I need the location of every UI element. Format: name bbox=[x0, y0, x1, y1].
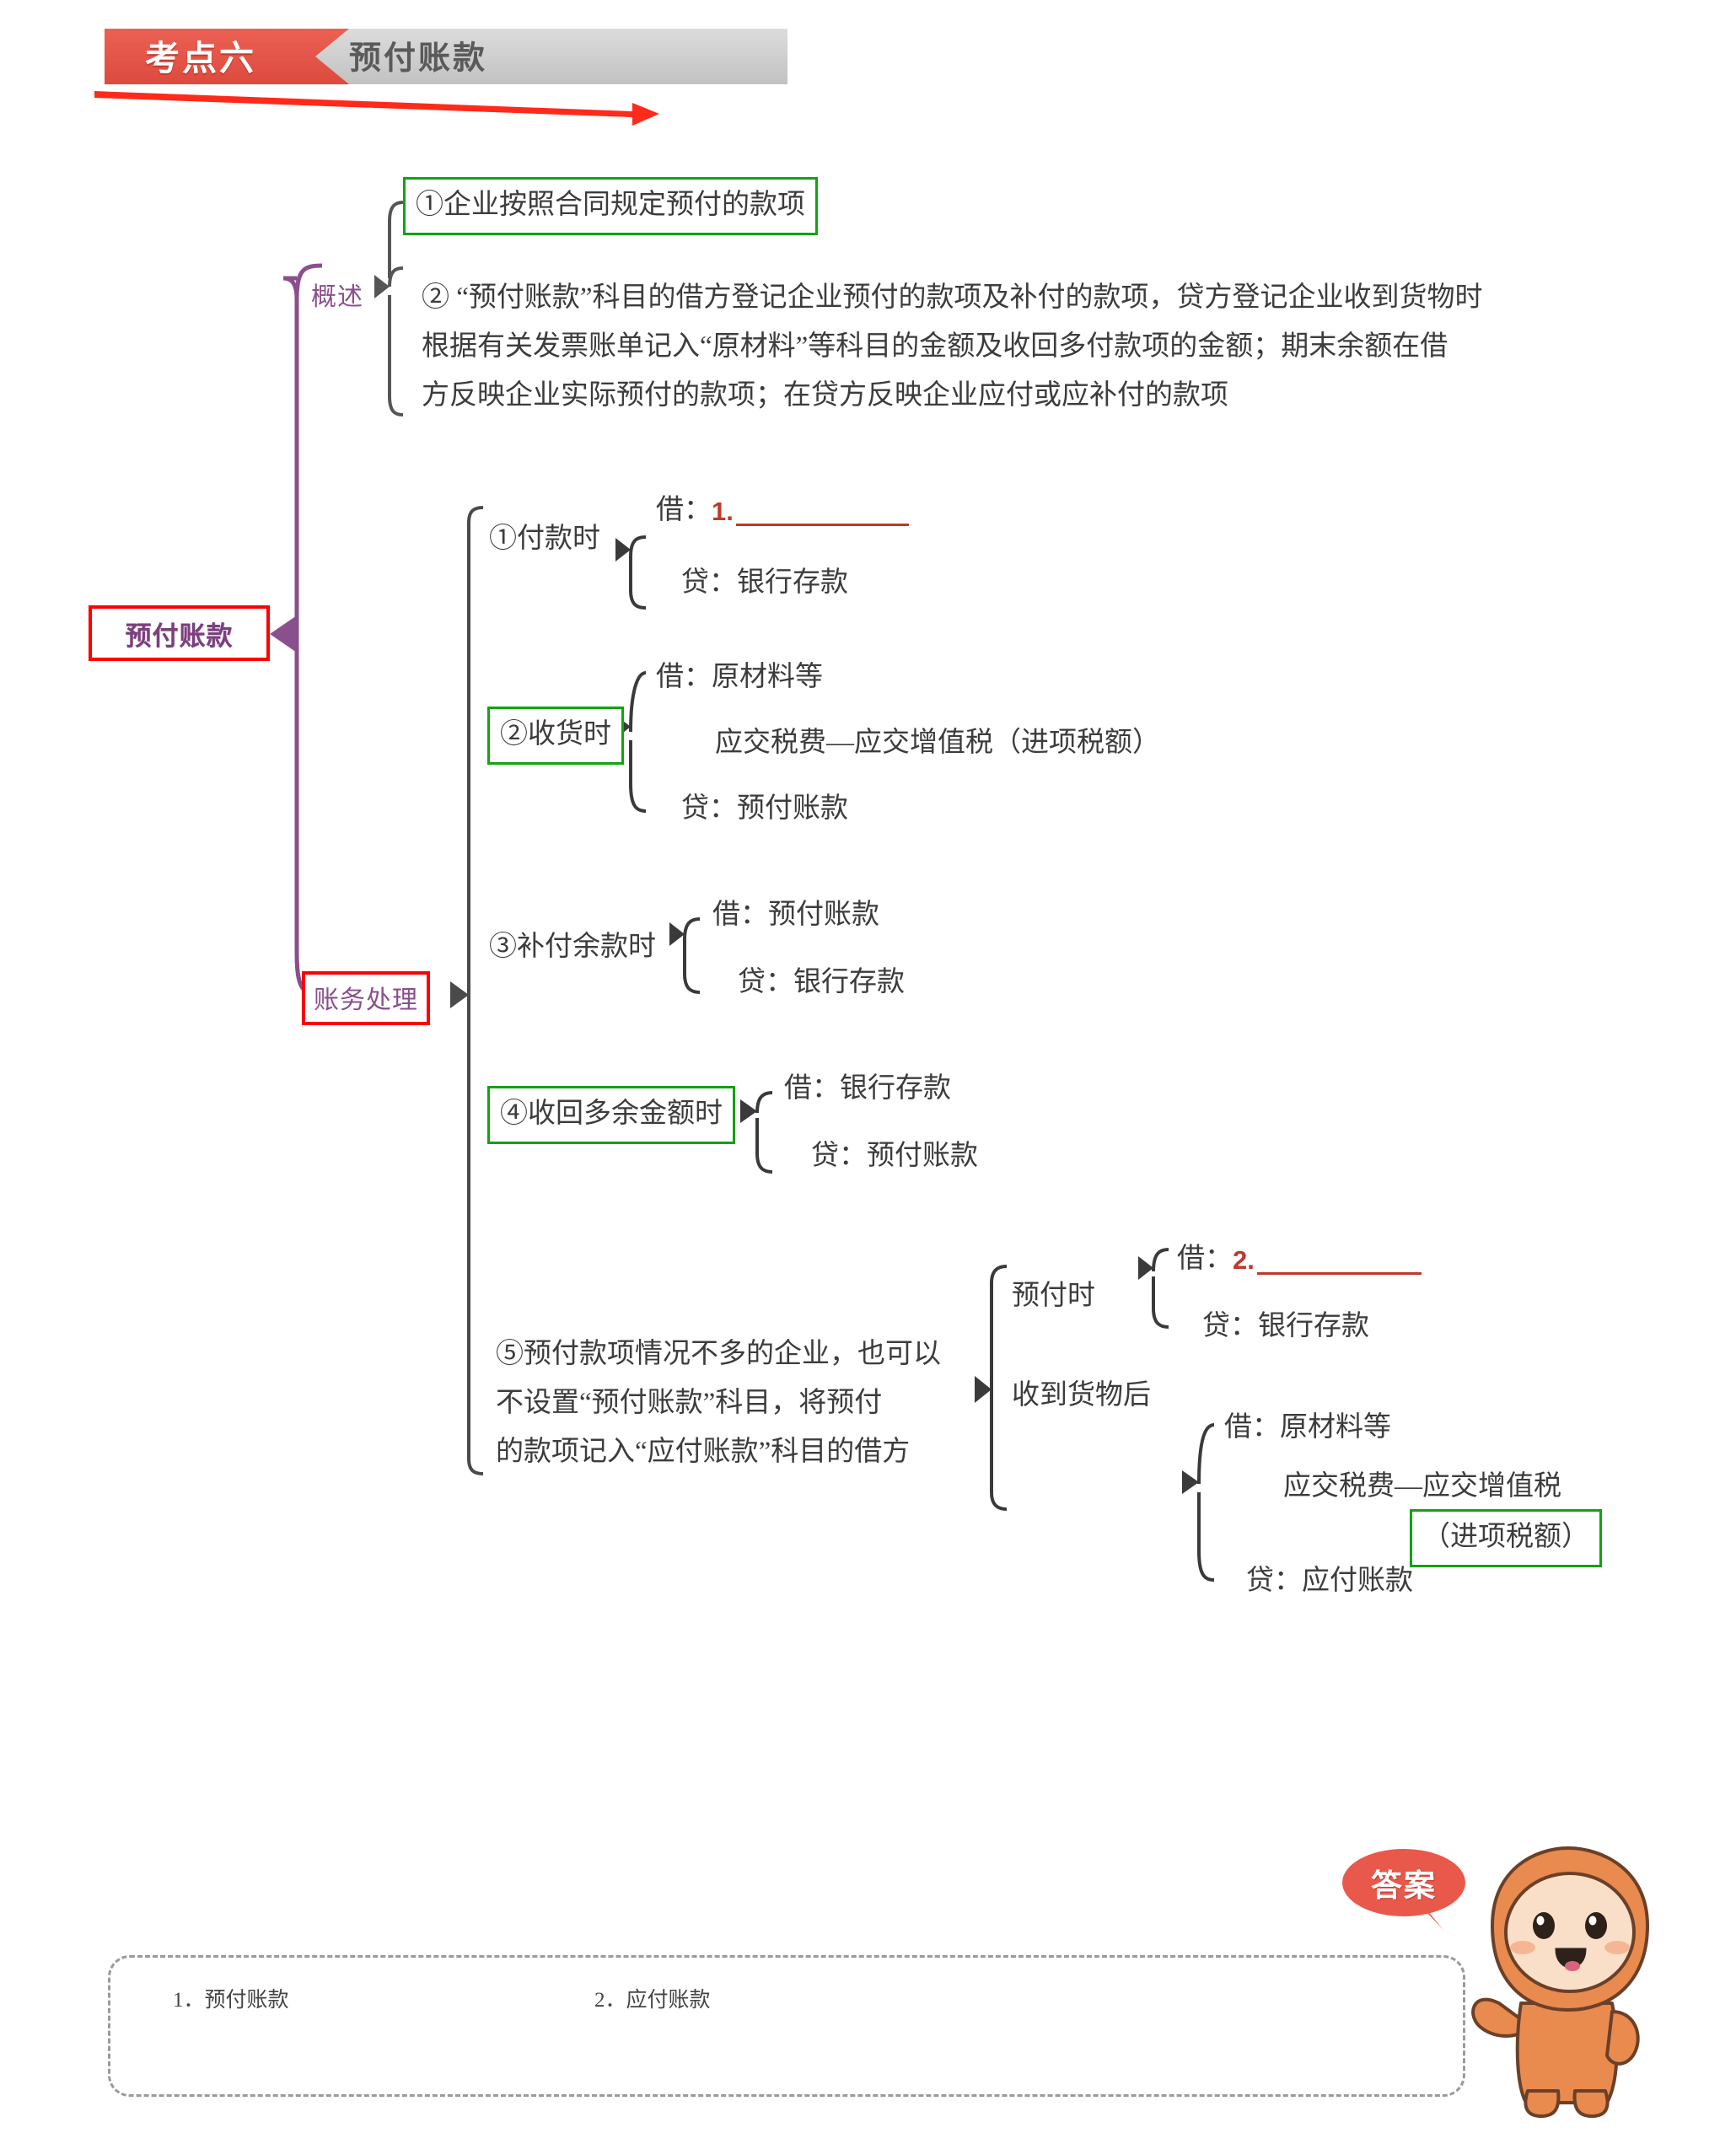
entry-value: 预付账款 bbox=[867, 1141, 978, 1171]
acc-item-4-entry-1: 借：银行存款 bbox=[784, 1067, 951, 1110]
overview-item-2: ② “预付账款”科目的借方登记企业预付的款项及补付的款项，贷方登记企业收到货物时… bbox=[422, 282, 1483, 411]
entry-prefix: 借： bbox=[1177, 1244, 1233, 1274]
entry-prefix: 贷： bbox=[681, 793, 737, 824]
acc-item-5b-entry-2: 应交税费—应交增值税 bbox=[1283, 1465, 1561, 1508]
overview-item-1: ①企业按照合同规定预付的款项 bbox=[403, 177, 818, 236]
orange-bear-mascot bbox=[1471, 1846, 1649, 2118]
entry-prefix: 贷： bbox=[1202, 1311, 1258, 1341]
acc-item-5b-entry-3: （进项税额） bbox=[1410, 1509, 1602, 1568]
blank-number-1: 1. bbox=[712, 497, 734, 527]
mascot-blush-right bbox=[1604, 1941, 1630, 1954]
header-banner-shape bbox=[105, 29, 787, 84]
branch-label-overview: 概述 bbox=[311, 283, 363, 311]
acc-item-2-entry-1: 借：原材料等 bbox=[656, 656, 823, 699]
entry-value: （进项税额） bbox=[1422, 1522, 1589, 1552]
entry-value: 应付账款 bbox=[1302, 1566, 1413, 1596]
root-node: 预付账款 bbox=[89, 605, 270, 661]
acc-item-4-title: ④收回多余金额时 bbox=[487, 1086, 735, 1145]
entry-value: 银行存款 bbox=[840, 1073, 951, 1104]
acc-item-3-entry-1: 借：预付账款 bbox=[712, 894, 879, 937]
entry-prefix: 贷： bbox=[1246, 1566, 1302, 1596]
entry-value: 原材料等 bbox=[712, 662, 823, 692]
overview-item-1-text: ①企业按照合同规定预付的款项 bbox=[416, 190, 805, 220]
header-badge-label: 考点六 bbox=[145, 38, 256, 78]
branch-label-accounting: 账务处理 bbox=[302, 971, 430, 1025]
acc-item-5b-entry-4: 贷：应付账款 bbox=[1246, 1560, 1413, 1603]
acc-item-2-entry-2: 应交税费—应交增值税（进项税额） bbox=[715, 722, 1160, 765]
acc-item-1-title: ①付款时 bbox=[489, 524, 600, 554]
mascot-blush-left bbox=[1510, 1941, 1535, 1954]
blank-line-1[interactable] bbox=[735, 524, 909, 527]
acc-item-2-entry-3: 贷：预付账款 bbox=[681, 787, 848, 830]
acc-item-1-entry-1: 借： 1. bbox=[656, 489, 909, 532]
entry-value: 银行存款 bbox=[737, 567, 848, 598]
speech-bubble-shape bbox=[1342, 1849, 1465, 1930]
acc-item-4-entry-2: 贷：预付账款 bbox=[811, 1135, 978, 1178]
entry-value: 银行存款 bbox=[1258, 1311, 1369, 1341]
blank-line-2[interactable] bbox=[1256, 1272, 1422, 1276]
entry-value: 原材料等 bbox=[1280, 1412, 1391, 1443]
acc-item-5b-title: 收到货物后 bbox=[1012, 1380, 1151, 1411]
header-arrow-icon bbox=[94, 91, 659, 126]
mascot-eye-left bbox=[1533, 1912, 1555, 1939]
entry-prefix: 贷： bbox=[811, 1141, 867, 1171]
acc-item-5a-entry-1: 借： 2. bbox=[1177, 1238, 1422, 1281]
answer-item-1: 1．预付账款 bbox=[173, 1989, 289, 2012]
entry-prefix: 借： bbox=[1224, 1412, 1280, 1443]
acc-item-5b-entry-1: 借：原材料等 bbox=[1224, 1406, 1391, 1449]
acc-item-4-title-text: ④收回多余金额时 bbox=[500, 1099, 723, 1129]
entry-prefix: 借： bbox=[784, 1073, 840, 1104]
root-node-label: 预付账款 bbox=[125, 621, 234, 651]
entry-value: 银行存款 bbox=[793, 967, 905, 997]
header-banner: 考点六 预付账款 bbox=[105, 22, 1454, 89]
acc-item-3-entry-2: 贷：银行存款 bbox=[738, 961, 905, 1004]
answer-item-2: 2．应付账款 bbox=[594, 1989, 711, 2012]
blank-number-2: 2. bbox=[1233, 1245, 1255, 1276]
mascot-eye-right bbox=[1585, 1912, 1607, 1939]
entry-prefix: 借： bbox=[656, 495, 712, 525]
acc-item-1-entry-2: 贷：银行存款 bbox=[681, 562, 848, 605]
entry-prefix: 借： bbox=[656, 662, 712, 692]
acc-item-2-title: ②收货时 bbox=[487, 707, 624, 766]
entry-prefix: 借： bbox=[712, 900, 768, 930]
entry-value: 预付账款 bbox=[768, 900, 879, 930]
entry-value: 应交税费—应交增值税（进项税额） bbox=[715, 728, 1160, 758]
answer-bubble-label: 答案 bbox=[1371, 1868, 1437, 1903]
entry-prefix: 贷： bbox=[681, 567, 737, 598]
entry-prefix: 贷： bbox=[738, 967, 793, 997]
acc-item-3-title: ③补付余款时 bbox=[489, 932, 656, 962]
answer-speech-bubble: 答案 bbox=[1341, 1848, 1467, 1931]
answer-box bbox=[108, 1955, 1465, 2097]
entry-value: 预付账款 bbox=[737, 793, 848, 824]
acc-item-5a-title: 预付时 bbox=[1012, 1281, 1095, 1311]
acc-item-2-title-text: ②收货时 bbox=[500, 719, 611, 750]
acc-item-5a-entry-2: 贷：银行存款 bbox=[1202, 1305, 1369, 1348]
header-title: 预付账款 bbox=[349, 40, 488, 77]
entry-value: 应交税费—应交增值税 bbox=[1283, 1471, 1561, 1502]
acc-item-5-title: ⑤预付款项情况不多的企业，也可以 不设置“预付账款”科目，将预付 的款项记入“应… bbox=[496, 1339, 941, 1467]
